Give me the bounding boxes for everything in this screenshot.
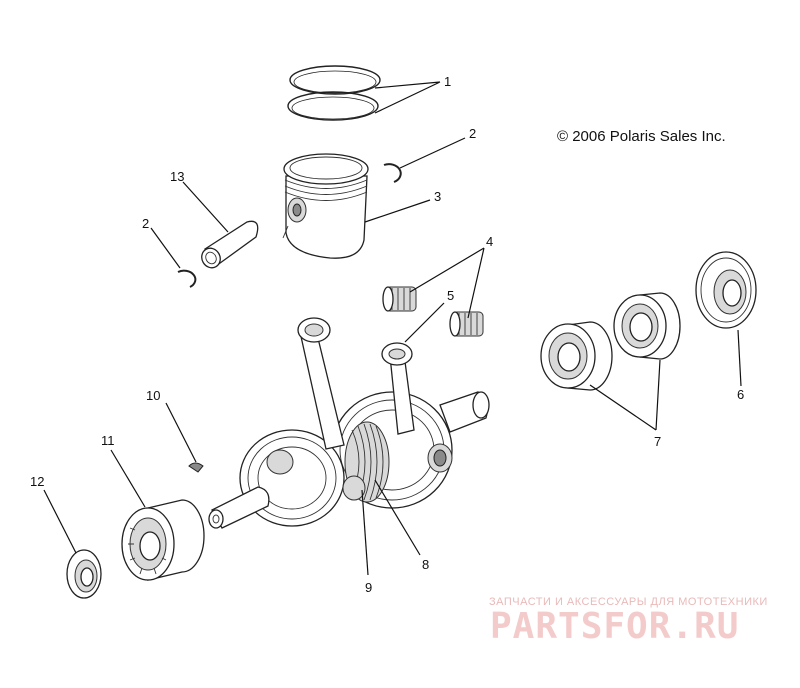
- oil-seal-left: [66, 549, 102, 599]
- callout-7: 7: [654, 434, 661, 449]
- callout-10: 10: [146, 388, 160, 403]
- callout-3: 3: [434, 189, 441, 204]
- callouts: 1 2 2 3 4 5 6 7 8 9 10 11 12 13: [30, 74, 744, 595]
- callout-4: 4: [486, 234, 493, 249]
- callout-2-left: 2: [142, 216, 149, 231]
- callout-9: 9: [365, 580, 372, 595]
- copyright-text: © 2006 Polaris Sales Inc.: [557, 128, 726, 145]
- watermark-tagline: ЗАПЧАСТИ И АКСЕССУАРЫ ДЛЯ МОТОТЕХНИКИ: [489, 596, 768, 608]
- needle-bearing-right: [449, 311, 484, 337]
- needle-bearing-left: [382, 286, 417, 312]
- circlip-right: [383, 163, 402, 183]
- callout-2-right: 2: [469, 126, 476, 141]
- callout-11: 11: [101, 433, 115, 448]
- watermark: ЗАПЧАСТИ И АКСЕССУАРЫ ДЛЯ МОТОТЕХНИКИ PA…: [489, 596, 768, 647]
- main-bearing-right-inner: [540, 321, 613, 391]
- crankshaft-assembly: [208, 317, 490, 529]
- leader-lines: [43, 81, 742, 576]
- callout-6: 6: [737, 387, 744, 402]
- woodruff-key: [188, 462, 204, 473]
- callout-8: 8: [422, 557, 429, 572]
- piston-rings: [287, 65, 381, 121]
- watermark-brand: PARTSFOR.RU: [490, 606, 739, 647]
- oil-seal-right: [695, 251, 757, 329]
- callout-12: 12: [30, 474, 44, 489]
- circlip-left: [177, 269, 197, 288]
- callout-1: 1: [444, 74, 451, 89]
- callout-5: 5: [447, 288, 454, 303]
- main-bearing-right-outer: [613, 292, 681, 360]
- piston: [282, 153, 369, 259]
- main-bearing-left: [121, 499, 205, 581]
- piston-pin: [201, 220, 259, 269]
- callout-13: 13: [170, 169, 184, 184]
